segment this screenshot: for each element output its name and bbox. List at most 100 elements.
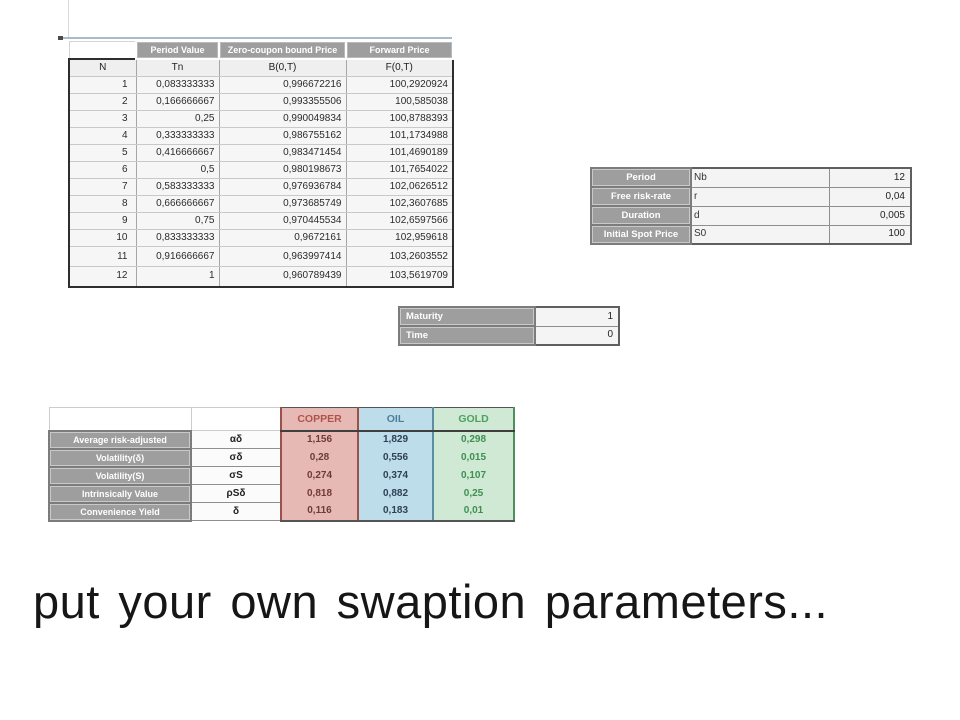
commodity-gold-cell[interactable]: 0,015 (432, 448, 515, 467)
bond-cell[interactable]: 10 (68, 229, 137, 247)
bond-cell[interactable]: 0,166666667 (135, 93, 220, 111)
bond-cell[interactable]: 9 (68, 212, 137, 230)
bond-cell[interactable]: 0,973685749 (218, 195, 347, 213)
params-symbol-cell[interactable]: d (690, 205, 830, 226)
bond-cell[interactable]: 0,25 (135, 110, 220, 128)
params-symbol-cell[interactable]: r (690, 186, 830, 207)
bond-cell[interactable]: 7 (68, 178, 137, 196)
bond-cell[interactable]: 12 (68, 266, 137, 287)
bond-cell[interactable]: 0,970445534 (218, 212, 347, 230)
bond-cell[interactable]: 0,960789439 (218, 266, 347, 287)
params-value-cell[interactable]: 0,04 (828, 186, 912, 207)
commodity-column-copper: COPPER (280, 407, 359, 432)
bond-cell[interactable]: 100,585038 (345, 93, 454, 111)
bond-cell[interactable]: 4 (68, 127, 137, 145)
commodity-copper-cell[interactable]: 0,818 (280, 484, 359, 503)
commodity-copper-cell[interactable]: 0,116 (280, 502, 359, 522)
commodity-gold-cell[interactable]: 0,25 (432, 484, 515, 503)
bond-cell[interactable]: 101,4690189 (345, 144, 454, 162)
table-top-accent-line (60, 37, 452, 39)
params-symbol-cell[interactable]: S0 (690, 224, 830, 245)
commodity-symbol-cell[interactable]: σδ (190, 448, 282, 467)
bond-cell[interactable]: 102,3607685 (345, 195, 454, 213)
bond-cell[interactable]: 0,083333333 (135, 76, 220, 94)
commodity-oil-cell[interactable]: 1,829 (357, 430, 434, 449)
bond-cell[interactable]: 0,333333333 (135, 127, 220, 145)
bond-cell[interactable]: 0,983471454 (218, 144, 347, 162)
bond-subheader-b0t: B(0,T) (218, 58, 347, 77)
commodity-gold-cell[interactable]: 0,01 (432, 502, 515, 522)
commodity-gold-cell[interactable]: 0,107 (432, 466, 515, 485)
bond-cell[interactable]: 100,8788393 (345, 110, 454, 128)
commodity-copper-cell[interactable]: 1,156 (280, 430, 359, 449)
params-symbol-cell[interactable]: Nb (690, 167, 830, 188)
bond-cell[interactable]: 0,990049834 (218, 110, 347, 128)
bond-cell[interactable]: 103,2603552 (345, 246, 454, 267)
bond-cell[interactable]: 1 (135, 266, 220, 287)
commodity-symbol-cell[interactable]: δ (190, 502, 282, 521)
commodity-copper-cell[interactable]: 0,274 (280, 466, 359, 485)
commodity-row-label: Volatility(δ) (48, 447, 192, 468)
bond-cell[interactable]: 0,416666667 (135, 144, 220, 162)
commodity-oil-cell[interactable]: 0,556 (357, 448, 434, 467)
params-label: Initial Spot Price (590, 224, 692, 245)
bond-cell[interactable]: 11 (68, 246, 137, 267)
bond-cell[interactable]: 103,5619709 (345, 266, 454, 287)
bond-cell[interactable]: 0,986755162 (218, 127, 347, 145)
commodity-oil-cell[interactable]: 0,374 (357, 466, 434, 485)
commodity-symbol-cell[interactable]: σS (190, 466, 282, 485)
bond-cell[interactable]: 0,996672216 (218, 76, 347, 94)
bond-cell[interactable]: 0,916666667 (135, 246, 220, 267)
bond-price-table: Period Value Zero-coupon bound Price For… (68, 40, 454, 288)
bond-cell[interactable]: 101,1734988 (345, 127, 454, 145)
bond-header-zero-coupon: Zero-coupon bound Price (218, 40, 347, 60)
bond-cell[interactable]: 5 (68, 144, 137, 162)
bond-cell[interactable]: 3 (68, 110, 137, 128)
bond-cell[interactable]: 102,959618 (345, 229, 454, 247)
params-value-cell[interactable]: 100 (828, 224, 912, 245)
worksheet-gridline (68, 0, 69, 38)
maturity-value-cell[interactable]: 1 (534, 306, 620, 327)
bond-cell[interactable]: 0,666666667 (135, 195, 220, 213)
params-value-cell[interactable]: 12 (828, 167, 912, 188)
bond-cell[interactable]: 101,7654022 (345, 161, 454, 179)
commodity-symbol-cell[interactable]: ρSδ (190, 484, 282, 503)
bond-cell[interactable]: 0,583333333 (135, 178, 220, 196)
bond-cell[interactable]: 0,976936784 (218, 178, 347, 196)
bond-cell[interactable]: 6 (68, 161, 137, 179)
bond-cell[interactable]: 1 (68, 76, 137, 94)
commodity-oil-cell[interactable]: 0,882 (357, 484, 434, 503)
bond-header-row: Period Value Zero-coupon bound Price For… (68, 40, 454, 60)
commodity-copper-cell[interactable]: 0,28 (280, 448, 359, 467)
bond-cell[interactable]: 2 (68, 93, 137, 111)
table-top-accent-cap (58, 36, 63, 40)
maturity-value-cell[interactable]: 0 (534, 325, 620, 346)
commodity-row-label: Average risk-adjusted (48, 429, 192, 450)
bond-cell[interactable]: 8 (68, 195, 137, 213)
bond-cell[interactable]: 0,963997414 (218, 246, 347, 267)
commodity-oil-cell[interactable]: 0,183 (357, 502, 434, 522)
params-value-cell[interactable]: 0,005 (828, 205, 912, 226)
bond-cell[interactable]: 0,75 (135, 212, 220, 230)
bond-cell[interactable]: 102,6597566 (345, 212, 454, 230)
bond-cell[interactable]: 102,0626512 (345, 178, 454, 196)
bond-cell[interactable]: 0,5 (135, 161, 220, 179)
bond-cell[interactable]: 0,833333333 (135, 229, 220, 247)
bond-cell[interactable]: 0,980198673 (218, 161, 347, 179)
commodity-symbol-cell[interactable]: αδ (190, 430, 282, 449)
commodity-gold-cell[interactable]: 0,298 (432, 430, 515, 449)
bond-cell[interactable]: 0,9672161 (218, 229, 347, 247)
bond-header-period-value: Period Value (135, 40, 220, 60)
bond-cell[interactable]: 100,2920924 (345, 76, 454, 94)
bond-cell[interactable]: 0,993355506 (218, 93, 347, 111)
